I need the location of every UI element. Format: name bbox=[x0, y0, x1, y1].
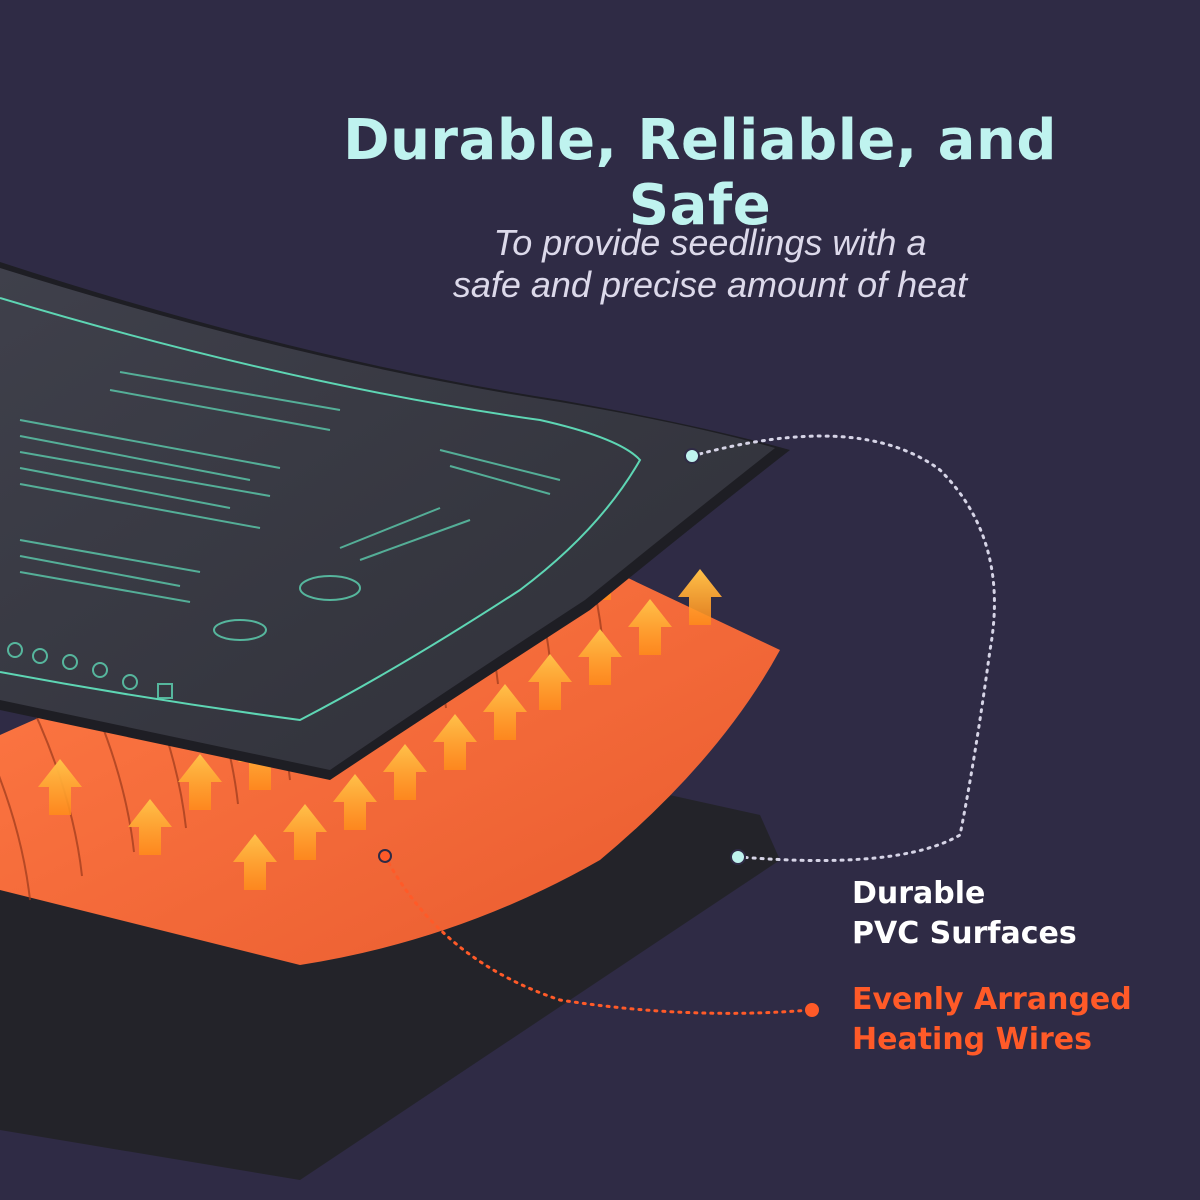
heat-arrow-icon bbox=[283, 804, 327, 860]
subline-line-1: To provide seedlings with a bbox=[493, 222, 927, 263]
heat-arrow-icon bbox=[178, 754, 222, 810]
pvc-label-line-2: PVC Surfaces bbox=[852, 916, 1077, 951]
pvc-callout-dot-top bbox=[684, 448, 700, 464]
heat-arrow-icon bbox=[233, 834, 277, 890]
heat-arrow-icon bbox=[433, 714, 477, 770]
headline: Durable, Reliable, and Safe bbox=[343, 108, 1057, 238]
heating-wire bbox=[0, 775, 31, 901]
heat-arrow-icon bbox=[678, 569, 722, 625]
wires-callout-line bbox=[383, 854, 812, 1015]
heat-arrow-icon bbox=[128, 799, 172, 855]
wires-label-line-1: Evenly Arranged bbox=[852, 982, 1132, 1017]
pvc-surfaces-label: Durable PVC Surfaces bbox=[852, 874, 1077, 954]
usage-icons bbox=[7, 575, 361, 699]
wires-callout-dot-end bbox=[805, 1003, 819, 1017]
subline-line-2: safe and precise amount of heat bbox=[452, 264, 968, 305]
wires-label-line-2: Heating Wires bbox=[852, 1022, 1092, 1057]
heat-arrow-icon bbox=[628, 599, 672, 655]
heat-arrow-icon bbox=[383, 744, 427, 800]
heat-arrow-icon bbox=[38, 759, 82, 815]
subline: To provide seedlings with a safe and pre… bbox=[390, 222, 1030, 306]
wires-callout-dot-start bbox=[378, 849, 392, 863]
heat-arrow-icon bbox=[483, 684, 527, 740]
heat-arrow-icon bbox=[333, 774, 377, 830]
pvc-label-line-1: Durable bbox=[852, 876, 986, 911]
pvc-callout-dot-bottom bbox=[730, 849, 746, 865]
heat-arrow-icon bbox=[578, 629, 622, 685]
heat-arrow-icon bbox=[528, 654, 572, 710]
top-pvc-layer bbox=[0, 262, 790, 780]
pvc-callout-line bbox=[690, 434, 996, 862]
printed-instructions bbox=[19, 371, 561, 603]
heating-wires-label: Evenly Arranged Heating Wires bbox=[852, 980, 1132, 1060]
